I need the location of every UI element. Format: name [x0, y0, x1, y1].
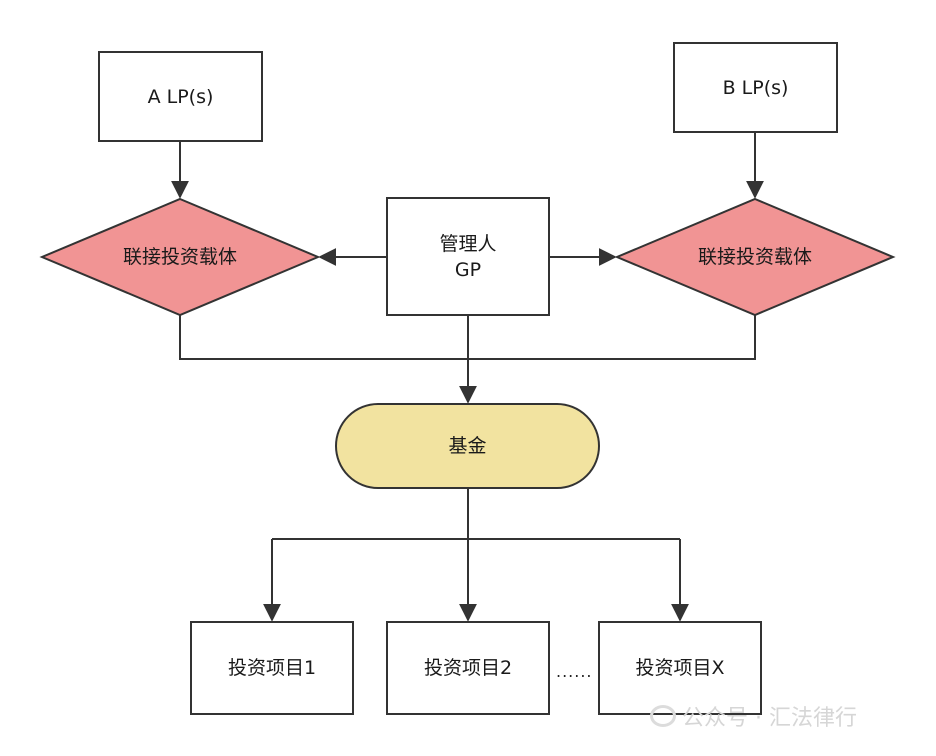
b-lp-label: B LP(s) — [722, 76, 789, 99]
project2-box — [386, 621, 550, 715]
watermark-text: 公众号 · 汇法律行 — [682, 706, 857, 731]
right-vehicle-label: 联接投资载体 — [697, 246, 812, 268]
a-lp-label: A LP(s) — [147, 85, 214, 108]
b-lp-box — [673, 42, 838, 133]
project2-label: 投资项目2 — [423, 657, 513, 679]
fund-label: 基金 — [448, 435, 487, 457]
wechat-icon — [650, 705, 676, 727]
ellipsis-label: ...... — [556, 662, 593, 681]
manager-label: 管理人 GP — [387, 198, 549, 315]
left-vehicle-label: 联接投资载体 — [122, 246, 237, 268]
projectx-box — [598, 621, 762, 715]
manager-line2: GP — [454, 258, 482, 281]
projectx-label: 投资项目X — [635, 657, 725, 679]
project1-box — [190, 621, 354, 715]
project1-label: 投资项目1 — [227, 657, 317, 679]
manager-box — [386, 197, 550, 316]
manager-line1: 管理人 — [439, 232, 497, 255]
watermark: 公众号 · 汇法律行 — [650, 700, 857, 732]
a-lp-box — [98, 51, 263, 142]
